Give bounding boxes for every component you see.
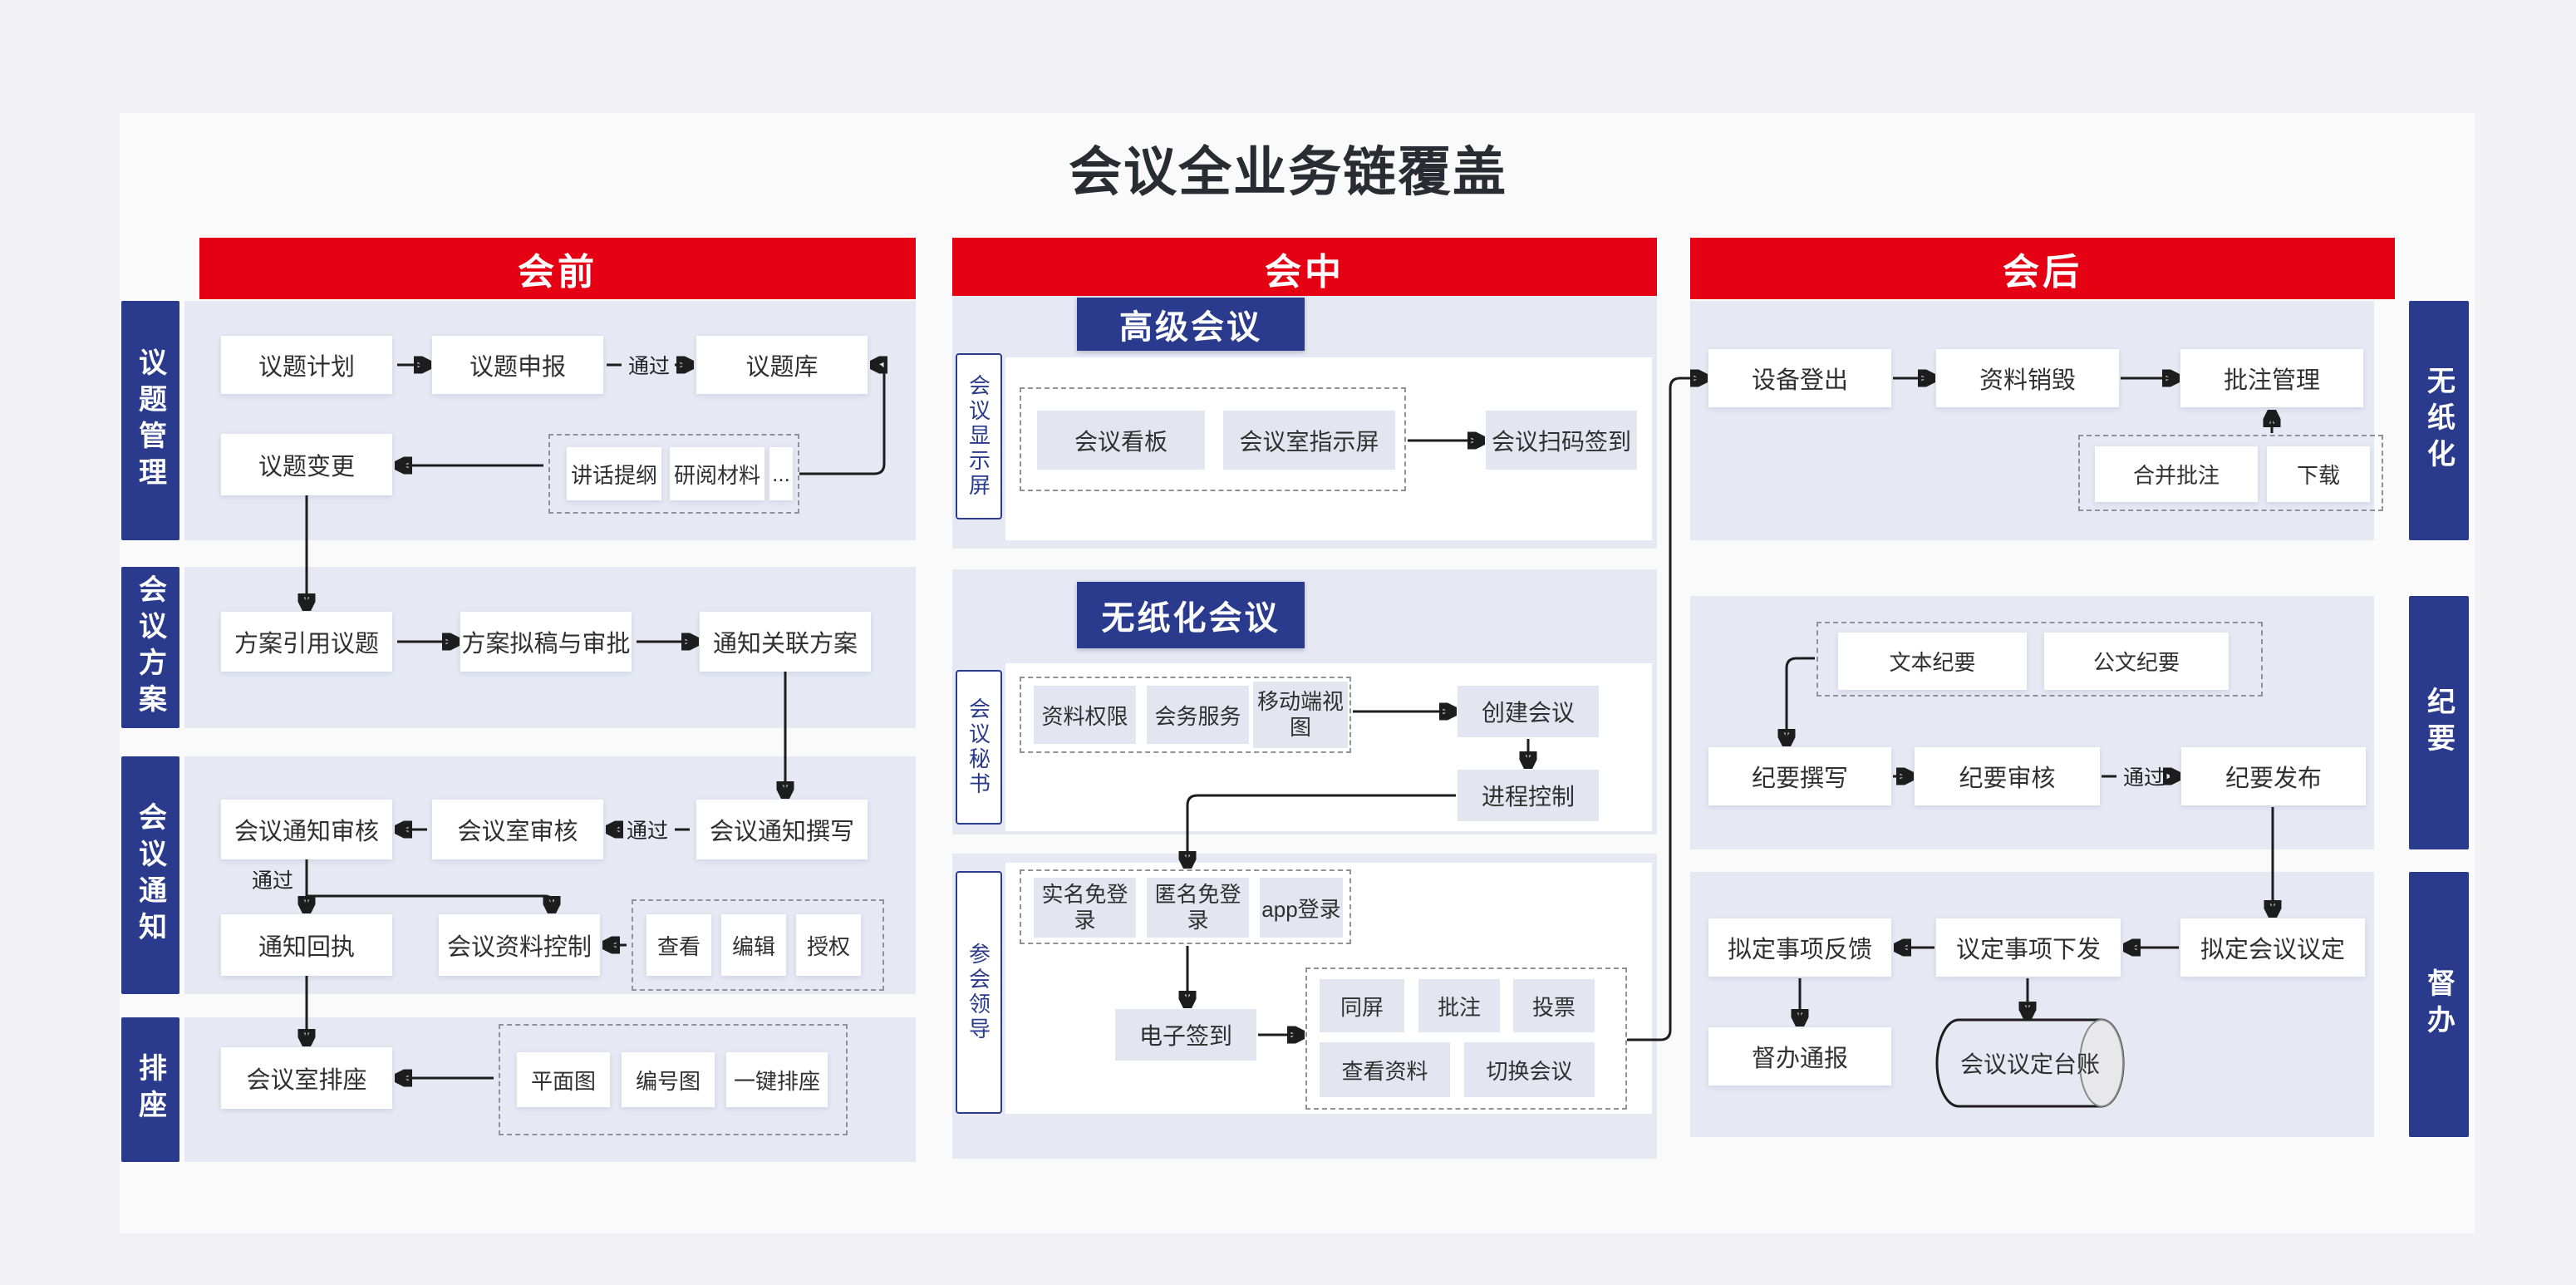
banner-senior-meeting: 高级会议 (1077, 298, 1305, 351)
rail-supervision-label: 督办 (2422, 967, 2455, 1041)
node-room-indicator: 会议室指示屏 (1223, 411, 1395, 470)
group-minutes-types (1816, 622, 2263, 697)
vlabel-secretary-text: 会议秘书 (966, 697, 991, 797)
rail-meeting-notice: 会议通知 (121, 756, 179, 994)
node-room-seating: 会议室排座 (221, 1047, 392, 1109)
group-annotation-actions (2078, 435, 2383, 511)
node-meeting-service: 会务服务 (1147, 686, 1249, 744)
rail-topic-management: 议题管理 (121, 301, 179, 540)
node-notice-review: 会议通知审核 (221, 800, 392, 859)
page-title: 会议全业务链覆盖 (1069, 142, 1507, 202)
vlabel-secretary: 会议秘书 (956, 670, 1002, 825)
node-switch-meeting: 切换会议 (1464, 1042, 1595, 1097)
group-login-methods (1020, 869, 1351, 944)
node-create-meeting: 创建会议 (1458, 686, 1599, 737)
node-anonymous-login: 匿名免登录 (1147, 878, 1249, 938)
rail-seating: 排座 (121, 1017, 179, 1162)
node-room-review: 会议室审核 (432, 800, 603, 859)
header-in-meeting: 会中 (952, 238, 1657, 299)
node-topic-library: 议题库 (696, 336, 868, 394)
node-view: 查看 (646, 914, 711, 976)
node-edit: 编辑 (721, 914, 786, 976)
node-real-name-login: 实名免登录 (1034, 878, 1136, 938)
vlabel-display-screen: 会议显示屏 (956, 353, 1002, 519)
node-topic-change: 议题变更 (221, 434, 392, 495)
label-pass-notice-row: 通过 (626, 820, 668, 843)
rail-topic-management-label: 议题管理 (134, 347, 166, 494)
group-material-actions (632, 899, 884, 991)
node-speech-outline: 讲话提纲 (567, 447, 661, 500)
node-meeting-board: 会议看板 (1037, 411, 1205, 470)
rail-paperless-label: 无纸化 (2422, 366, 2455, 475)
node-annotation-mgmt: 批注管理 (2180, 349, 2363, 407)
node-material-perm: 资料权限 (1034, 686, 1136, 744)
rail-minutes: 纪要 (2409, 596, 2469, 849)
vlabel-display-screen-text: 会议显示屏 (966, 374, 991, 499)
rail-meeting-plan: 会议方案 (121, 567, 179, 728)
header-pre-meeting: 会前 (199, 238, 916, 299)
node-one-click-seating: 一键排座 (726, 1052, 828, 1107)
node-plan-cite-topic: 方案引用议题 (221, 612, 392, 672)
node-item-feedback: 拟定事项反馈 (1708, 918, 1891, 977)
node-minutes-publish: 纪要发布 (2181, 747, 2366, 805)
node-download: 下载 (2267, 446, 2370, 502)
group-topic-materials (548, 434, 799, 514)
label-pass-topic: 通过 (627, 355, 670, 378)
node-review-materials: 研阅材料 (670, 447, 764, 500)
rail-supervision: 督办 (2409, 872, 2469, 1137)
node-esign: 电子签到 (1115, 1009, 1256, 1061)
node-more-ellipsis: ... (769, 447, 793, 500)
node-mobile-view: 移动端视图 (1253, 682, 1348, 748)
node-scan-sign-in: 会议扫码签到 (1486, 411, 1637, 470)
node-number-plan: 编号图 (622, 1052, 715, 1107)
node-process-control: 进程控制 (1458, 770, 1599, 821)
rail-meeting-plan-label: 会议方案 (134, 574, 166, 721)
node-plan-draft-approve: 方案拟稿与审批 (460, 612, 632, 672)
node-annotate: 批注 (1418, 979, 1500, 1032)
node-minutes-review: 纪要审核 (1915, 747, 2100, 805)
node-meeting-decision: 拟定会议议定 (2180, 918, 2365, 977)
group-display-devices (1020, 387, 1406, 491)
section-supervision (1690, 872, 2374, 1137)
node-authorize: 授权 (796, 914, 861, 976)
node-view-materials: 查看资料 (1320, 1042, 1450, 1097)
rail-paperless: 无纸化 (2409, 301, 2469, 540)
node-same-screen: 同屏 (1320, 979, 1404, 1032)
node-minutes-write: 纪要撰写 (1708, 747, 1891, 805)
node-floor-plan: 平面图 (517, 1052, 610, 1107)
vlabel-leaders-text: 参会领导 (966, 943, 991, 1042)
group-secretary-tools (1020, 677, 1351, 753)
node-material-destroy: 资料销毁 (1936, 349, 2119, 407)
node-vote: 投票 (1513, 979, 1595, 1032)
header-post-meeting: 会后 (1690, 238, 2395, 299)
node-notice-receipt: 通知回执 (221, 914, 392, 976)
node-item-issue: 议定事项下发 (1936, 918, 2121, 977)
section-paperless (1690, 301, 2374, 540)
group-seating-tools (499, 1024, 848, 1135)
node-supervision-notify: 督办通报 (1708, 1027, 1891, 1086)
node-merge-annotation: 合并批注 (2095, 446, 2258, 502)
vlabel-leaders: 参会领导 (956, 871, 1002, 1114)
node-topic-plan: 议题计划 (221, 336, 392, 394)
banner-paperless-meeting: 无纸化会议 (1077, 582, 1305, 648)
group-in-meeting-actions (1305, 967, 1627, 1110)
node-material-control: 会议资料控制 (439, 914, 600, 976)
node-decision-ledger: 会议议定台账 (1959, 1051, 2100, 1077)
node-topic-apply: 议题申报 (432, 336, 603, 394)
node-app-login: app登录 (1260, 878, 1343, 938)
node-device-logout: 设备登出 (1708, 349, 1891, 407)
rail-seating-label: 排座 (134, 1053, 166, 1126)
node-doc-minutes: 公文纪要 (2044, 633, 2229, 690)
node-notice-link-plan: 通知关联方案 (700, 612, 871, 672)
rail-minutes-label: 纪要 (2422, 686, 2455, 760)
rail-meeting-notice-label: 会议通知 (134, 802, 166, 948)
label-pass-minutes: 通过 (2122, 766, 2165, 790)
label-pass-notice-vertical: 通过 (251, 869, 293, 893)
node-notice-write: 会议通知撰写 (696, 800, 868, 859)
node-text-minutes: 文本纪要 (1838, 633, 2027, 690)
